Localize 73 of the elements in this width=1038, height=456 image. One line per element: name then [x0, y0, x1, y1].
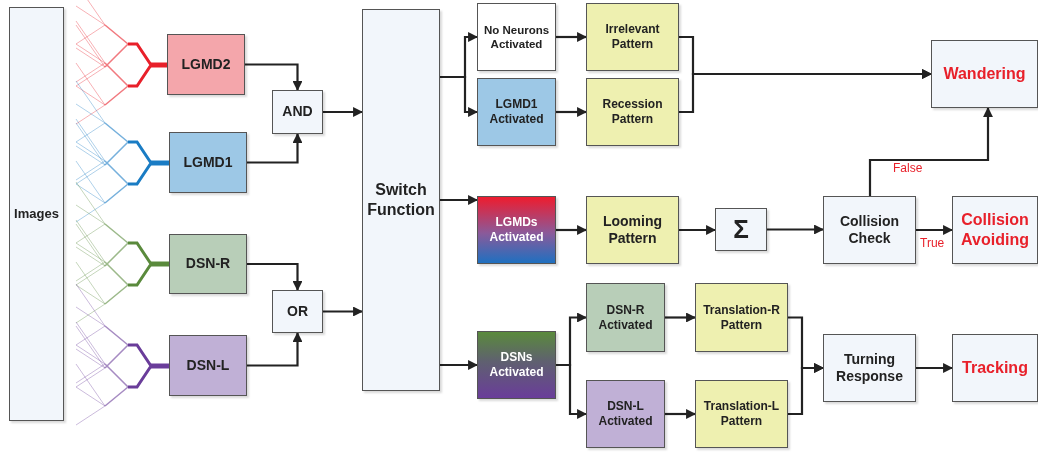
sum-box — [715, 208, 767, 251]
process-box — [169, 335, 247, 396]
arrow — [916, 363, 953, 373]
node-label: DSN-L — [185, 356, 231, 375]
node-label: AND — [281, 103, 314, 121]
arrow — [440, 75, 478, 117]
node-label: Σ — [732, 213, 750, 246]
process-box — [586, 3, 679, 71]
node-label: OR — [286, 302, 309, 321]
arrow — [323, 306, 363, 317]
arrow — [247, 133, 303, 164]
node-label: Images — [13, 205, 60, 223]
process-box — [586, 196, 679, 264]
logic-gate-box — [272, 290, 323, 333]
arrow — [245, 63, 303, 91]
node-label: DSN-R Activated — [597, 302, 654, 333]
node-label: LGMD2 — [180, 55, 232, 74]
process-box — [823, 334, 916, 402]
node-label: DSNs Activated — [488, 350, 545, 380]
process-box — [477, 78, 556, 146]
process-box — [695, 283, 788, 352]
process-box — [477, 196, 556, 264]
process-box — [931, 40, 1038, 108]
process-box — [169, 234, 247, 294]
arrow — [788, 363, 824, 416]
node-label: Irrelevant Pattern — [604, 22, 661, 52]
arrow — [247, 332, 303, 367]
arrow — [679, 69, 932, 114]
node-label: Looming Pattern — [601, 212, 664, 248]
process-box — [586, 78, 679, 146]
arrow — [247, 262, 303, 291]
arrow — [556, 225, 587, 235]
node-label: DSN-R — [184, 255, 232, 273]
node-label: Collision Check — [838, 212, 901, 248]
arrow — [323, 107, 363, 117]
edge-label: True — [919, 236, 946, 250]
process-box — [477, 3, 556, 71]
node-label: Collision Avoiding — [960, 210, 1030, 250]
node-label: Turning Response — [835, 350, 904, 386]
node-label: LGMD1 Activated — [488, 97, 545, 127]
arrow — [665, 312, 696, 323]
node-label: Recession Pattern — [601, 97, 664, 127]
arrow — [556, 107, 587, 117]
process-box — [477, 331, 556, 399]
process-box — [823, 196, 916, 264]
input-column — [9, 7, 64, 421]
arrow — [440, 195, 478, 205]
process-box — [952, 196, 1038, 264]
arrow — [440, 360, 478, 370]
process-box — [167, 34, 245, 95]
arrow — [679, 225, 716, 235]
node-label: Wandering — [942, 64, 1027, 84]
arrow — [767, 224, 824, 235]
process-box — [169, 132, 247, 193]
logic-gate-box — [272, 90, 323, 134]
process-box — [695, 380, 788, 448]
arrow — [556, 32, 587, 42]
edge-label: False — [892, 161, 924, 175]
node-label: Translation-R Pattern — [702, 302, 781, 333]
switch-box — [362, 9, 440, 391]
node-label: DSN-L Activated — [597, 399, 654, 429]
arrow — [916, 225, 953, 235]
node-label: No Neurons Activated — [482, 22, 551, 52]
node-label: Tracking — [961, 358, 1029, 378]
process-box — [952, 334, 1038, 402]
node-label: LGMDs Activated — [488, 215, 545, 245]
arrow — [665, 409, 696, 419]
arrow — [868, 107, 993, 196]
process-box — [586, 380, 665, 448]
process-box — [586, 283, 665, 352]
node-label: Translation-L Pattern — [702, 399, 781, 429]
node-label: Switch Function — [366, 180, 436, 220]
node-label: LGMD1 — [182, 153, 234, 172]
